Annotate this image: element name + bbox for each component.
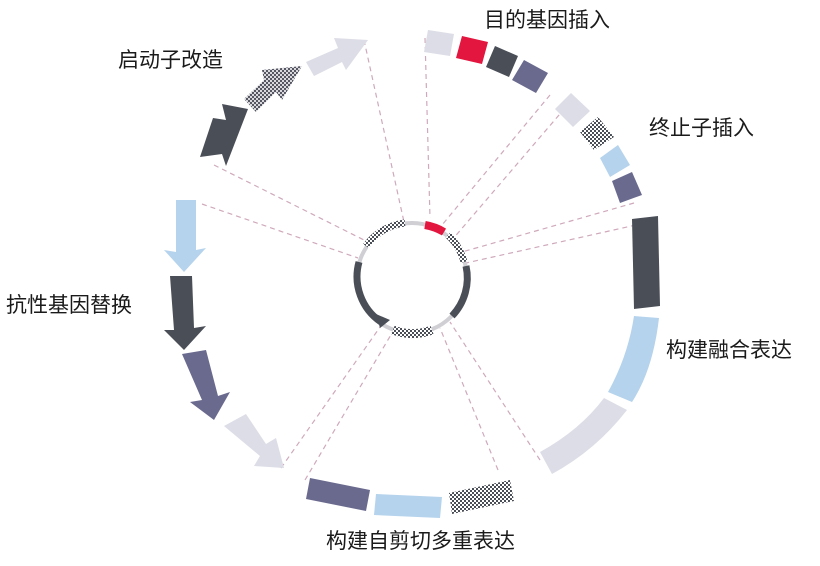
label-promoter-modification: 启动子改造 [118,48,223,72]
label-terminator-insert: 终止子插入 [649,116,754,140]
inner-arrow-head [376,314,390,328]
resistance-arrows [164,200,284,468]
self-cleave-blocks [306,478,514,518]
label-self-cleave-expression: 构建自剪切多重表达 [326,529,515,553]
inner-fusion-segment [449,265,471,319]
gene-insert-blocks [424,30,548,93]
label-gene-insert: 目的基因插入 [484,8,610,32]
label-resistance-swap: 抗性基因替换 [6,293,132,317]
label-fusion-expression: 构建融合表达 [666,338,792,362]
promoter-arrows [200,38,368,166]
inner-promoter-segment [363,219,406,249]
inner-cleave-segment [391,325,434,338]
inner-plasmid [353,219,471,338]
inner-resistance-segment [353,261,384,325]
inner-terminator-segment [445,232,468,263]
fusion-expression-arc [540,216,660,474]
terminator-insert-blocks [555,93,642,203]
dashed-connectors [201,37,637,481]
inner-gene-segment [424,221,447,236]
